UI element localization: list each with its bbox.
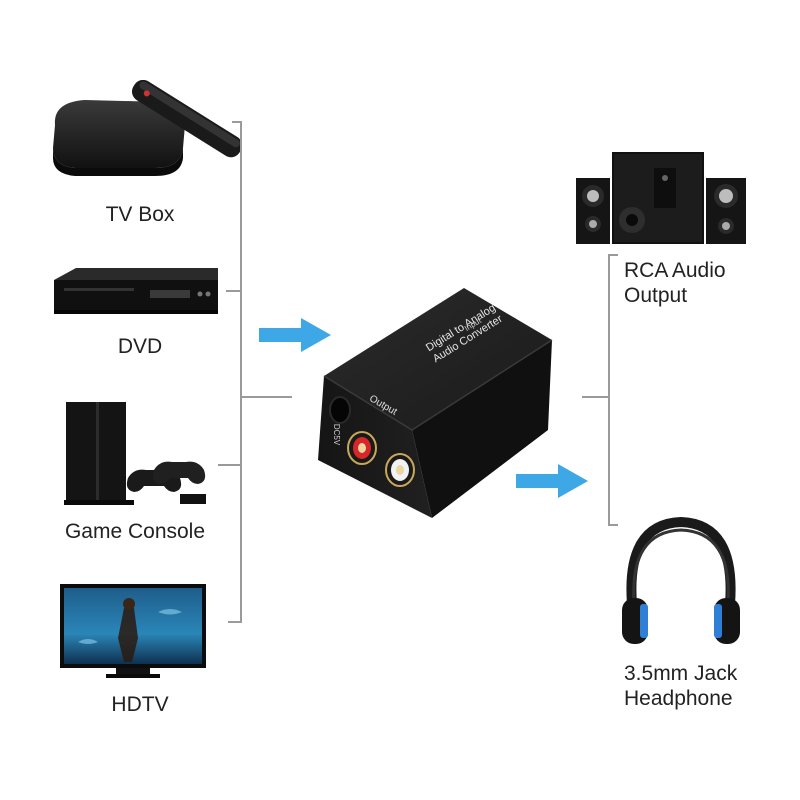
output-label-rca-line1: RCA Audio bbox=[624, 259, 726, 282]
output-label-headphone-line2: Headphone bbox=[624, 687, 733, 710]
headphone-icon bbox=[618, 514, 744, 648]
source-label-tv-box: TV Box bbox=[105, 203, 175, 226]
converter-device: Digital to Analog Audio Converter Input … bbox=[312, 280, 562, 520]
converter-dc-label: DC5V bbox=[332, 423, 342, 446]
output-label-rca-line2: Output bbox=[624, 284, 688, 307]
output-label-headphone: 3.5mm Jack Headphone bbox=[624, 661, 737, 711]
source-label-game-console: Game Console bbox=[64, 520, 206, 543]
output-label-headphone-line1: 3.5mm Jack bbox=[624, 662, 738, 685]
input-arrow-icon bbox=[259, 318, 331, 352]
game-console-icon bbox=[62, 400, 212, 508]
tv-box-icon bbox=[45, 80, 240, 180]
dvd-player-icon bbox=[50, 262, 222, 320]
hdtv-icon bbox=[58, 582, 208, 682]
speaker-system-icon bbox=[574, 148, 750, 248]
source-label-dvd: DVD bbox=[117, 335, 163, 358]
source-label-hdtv: HDTV bbox=[111, 693, 169, 716]
output-label-rca: RCA Audio Output bbox=[624, 258, 726, 308]
output-arrow-icon bbox=[516, 464, 588, 498]
